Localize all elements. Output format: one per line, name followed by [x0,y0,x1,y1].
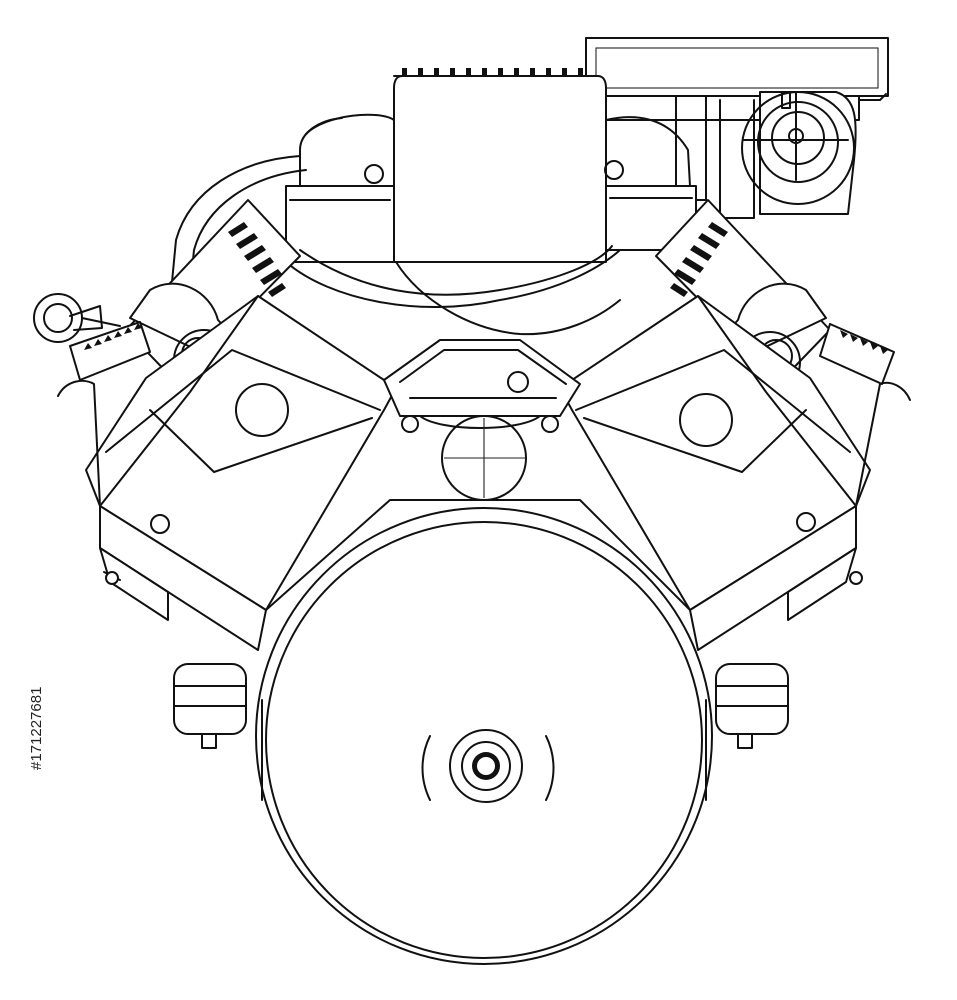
intake-runners [285,160,697,336]
left-pulley-belt [69,321,151,381]
left-belt-teeth [84,323,142,350]
stock-id-text: #171227681 [28,686,45,770]
valley-cover [383,339,581,433]
stock-id-label: #171227681 [0,687,45,970]
flywheel [255,507,713,965]
front-cover [265,415,691,611]
left-head-fins [228,222,286,297]
coolant-hose [171,155,301,283]
right-belt-teeth [840,330,888,354]
intake-plenum [299,68,691,263]
right-engine-mount [715,663,789,749]
left-cylinder-bank [57,295,397,651]
right-head-fins [670,222,728,297]
left-sensor [33,293,121,343]
throttle-body [741,91,857,215]
left-engine-mount [173,663,247,749]
right-cylinder-bank [559,295,911,651]
plenum-cooling-fins [402,68,583,76]
air-intake-box [585,37,889,219]
right-pulley-belt [819,323,895,385]
